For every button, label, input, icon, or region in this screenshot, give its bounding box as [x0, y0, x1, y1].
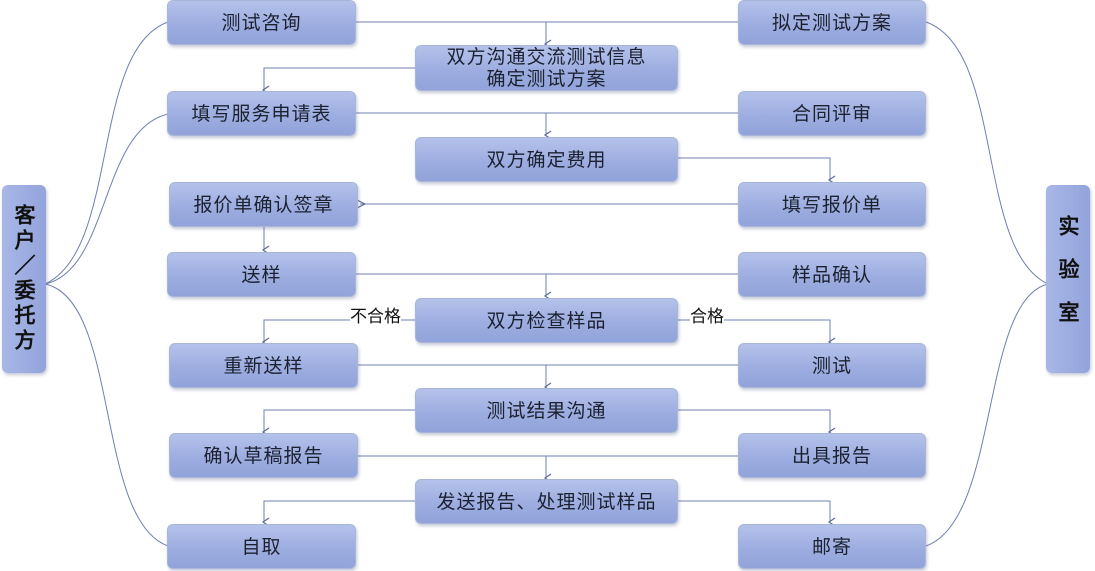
communicate-info-box: 双方沟通交流测试信息 确定测试方案	[415, 45, 678, 91]
confirm-draft-report-box: 确认草稿报告	[169, 433, 358, 478]
confirm-quote-sign-box: 报价单确认签章	[169, 182, 358, 227]
communicate-line-2: 确定测试方案	[486, 68, 607, 90]
lab-party-label: 实验室	[1046, 185, 1090, 373]
draft-test-plan-box: 拟定测试方案	[738, 0, 926, 45]
pass-label: 合格	[690, 302, 724, 327]
issue-report-box: 出具报告	[738, 433, 926, 478]
mail-box: 邮寄	[738, 524, 926, 569]
testing-box: 测试	[738, 343, 926, 388]
confirm-fee-box: 双方确定费用	[415, 137, 678, 182]
resend-sample-box: 重新送样	[169, 343, 358, 388]
inspect-sample-box: 双方检查样品	[415, 298, 678, 343]
fail-label: 不合格	[350, 302, 401, 327]
result-communication-box: 测试结果沟通	[415, 388, 678, 433]
contract-review-box: 合同评审	[738, 91, 926, 136]
communicate-line-1: 双方沟通交流测试信息	[446, 46, 647, 68]
customer-party-label: 客户／委托方	[2, 185, 46, 373]
send-report-box: 发送报告、处理测试样品	[415, 479, 678, 524]
fill-quote-box: 填写报价单	[738, 182, 926, 227]
test-consult-box: 测试咨询	[167, 0, 356, 45]
lab-party-text: 实验室	[1056, 214, 1080, 344]
self-pickup-box: 自取	[167, 524, 356, 569]
sample-confirm-box: 样品确认	[738, 252, 926, 297]
send-sample-box: 送样	[167, 252, 356, 297]
customer-party-text: 客户／委托方	[12, 204, 36, 354]
fill-service-form-box: 填写服务申请表	[167, 91, 356, 136]
